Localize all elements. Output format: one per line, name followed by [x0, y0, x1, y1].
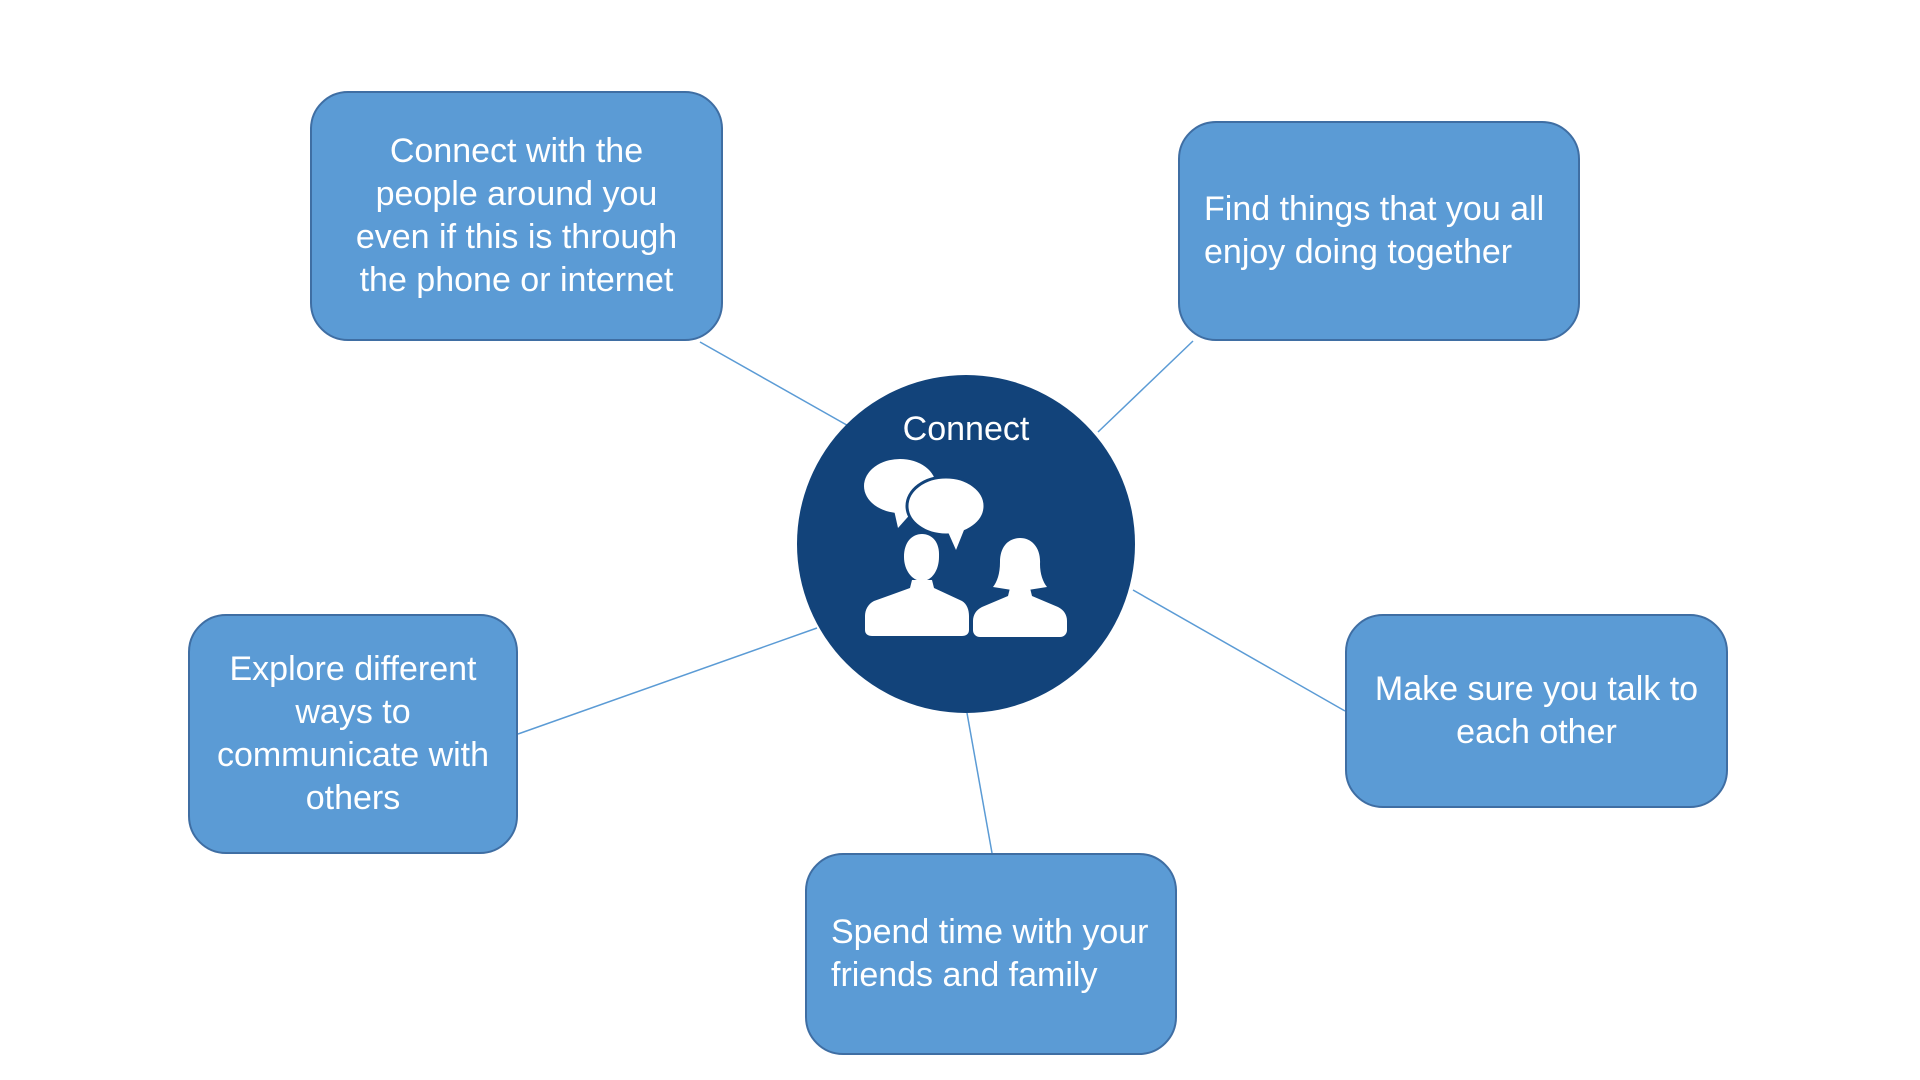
node-find-things: Find things that you all enjoy doing tog… — [1178, 121, 1580, 341]
node-connect-people: Connect with the people around you even … — [310, 91, 723, 341]
node-talk: Make sure you talk to each other — [1345, 614, 1728, 808]
people-talking-icon — [864, 459, 1067, 637]
node-talk-text: Make sure you talk to each other — [1375, 668, 1698, 754]
connector-line-spend-time — [966, 712, 993, 854]
node-text-line: Spend time with your — [831, 913, 1149, 951]
node-spend-time-text: Spend time with your friends and family — [831, 911, 1149, 997]
node-text-line: the phone or internet — [359, 261, 674, 299]
hub-circle: Connect — [797, 375, 1135, 713]
node-text-line: each other — [1456, 713, 1617, 751]
node-text-line: even if this is through — [355, 218, 678, 256]
node-explore: Explore different ways to communicate wi… — [188, 614, 518, 854]
node-spend-time: Spend time with your friends and family — [805, 853, 1177, 1055]
node-text-line: Make sure you talk to — [1374, 670, 1699, 708]
node-text-line: friends and family — [831, 956, 1098, 994]
node-text-line: others — [305, 779, 401, 817]
node-text-line: Connect with the — [389, 132, 644, 170]
node-text-line: communicate with — [216, 736, 490, 774]
node-explore-text: Explore different ways to communicate wi… — [217, 648, 489, 820]
node-connect-people-text: Connect with the people around you even … — [356, 130, 677, 302]
node-text-line: Find things that you all — [1204, 190, 1545, 228]
node-text-line: people around you — [375, 175, 658, 213]
connector-line-explore — [517, 627, 818, 735]
node-text-line: enjoy doing together — [1204, 233, 1513, 271]
hub-label: Connect — [902, 410, 1030, 448]
node-text-line: ways to — [295, 693, 411, 731]
connector-line-talk — [1132, 589, 1346, 712]
node-find-things-text: Find things that you all enjoy doing tog… — [1204, 188, 1544, 274]
node-text-line: Explore different — [229, 650, 477, 688]
